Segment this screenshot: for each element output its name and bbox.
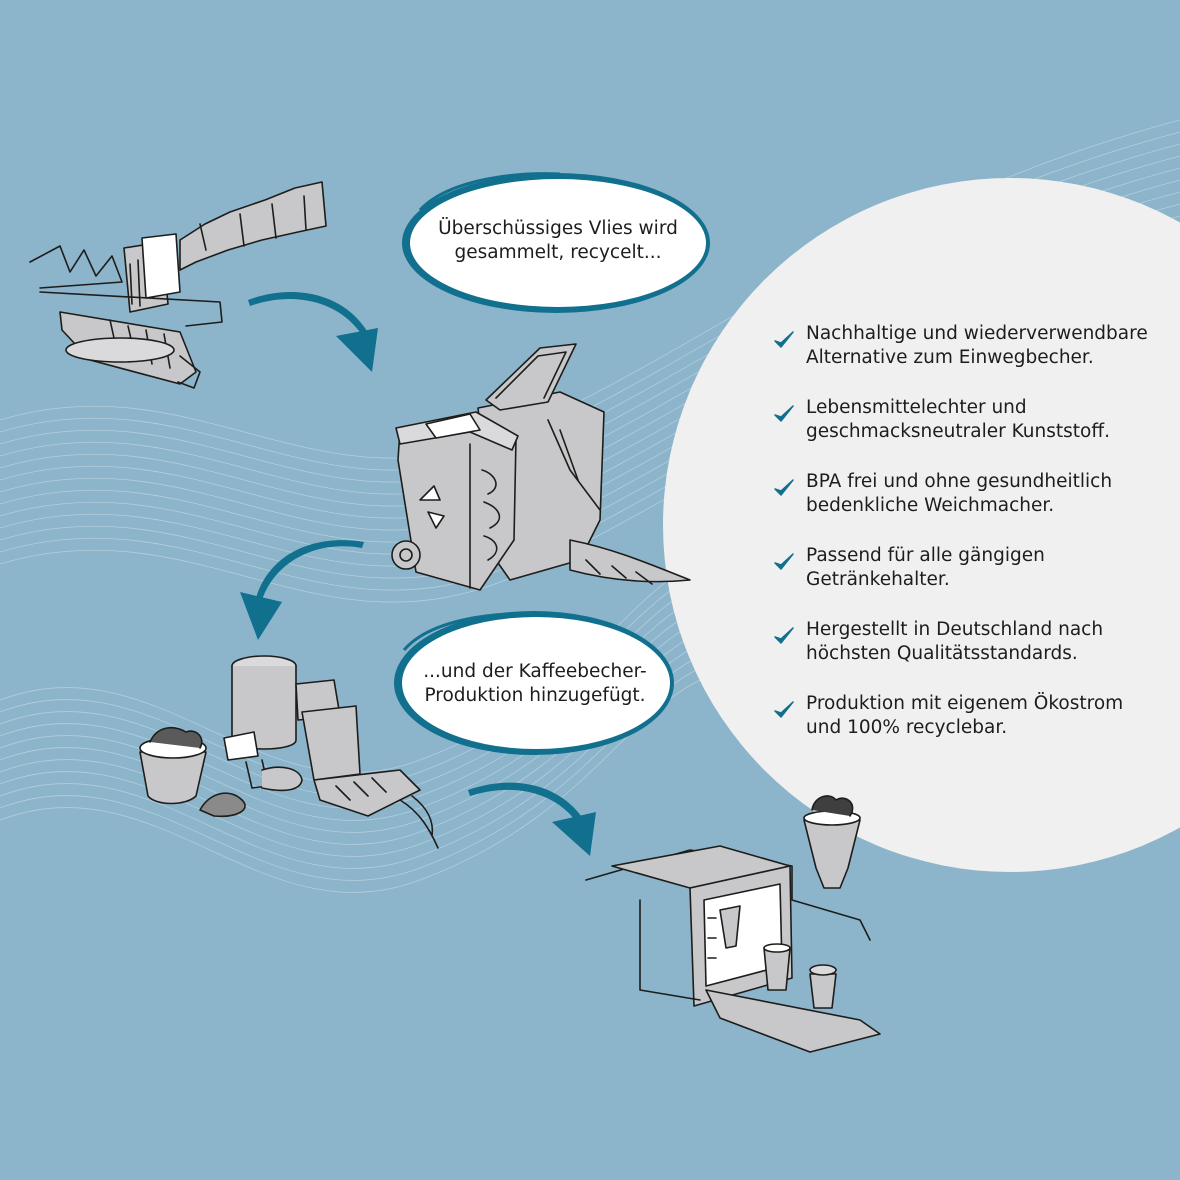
benefit-line: Produktion mit eigenem Ökostrom: [806, 693, 1124, 714]
benefit-item: Hergestellt in Deutschland nach höchsten…: [772, 618, 1172, 692]
benefit-line: Alternative zum Einwegbecher.: [806, 347, 1094, 368]
benefit-line: und 100% recyclebar.: [806, 717, 1008, 738]
benefit-line: Nachhaltige und wiederverwendbare: [806, 323, 1148, 344]
benefits-circle: [663, 178, 1180, 872]
speech-bubble-2-line-1: ...und der Kaffeebecher-: [423, 661, 647, 682]
fleece-production-machine-illustration: [29, 181, 327, 389]
cup-injection-molding-machine-illustration: [585, 795, 881, 1053]
granulator-machine-illustration: [139, 655, 439, 849]
benefit-line: Hergestellt in Deutschland nach: [806, 619, 1104, 640]
benefit-line: höchsten Qualitätsstandards.: [806, 643, 1078, 664]
speech-bubble-2-text: ...und der Kaffeebecher- Produktion hinz…: [404, 660, 666, 708]
benefits-list: Nachhaltige und wiederverwendbare Altern…: [772, 322, 1172, 766]
speech-bubble-1-text: Überschüssiges Vlies wird gesammelt, rec…: [418, 217, 698, 265]
benefit-line: Passend für alle gängigen: [806, 545, 1045, 566]
benefit-item: Nachhaltige und wiederverwendbare Altern…: [772, 322, 1172, 396]
checkmark-icon: [774, 627, 794, 644]
benefit-item: Produktion mit eigenem Ökostrom und 100%…: [772, 692, 1172, 766]
benefit-item: BPA frei und ohne gesundheitlich bedenkl…: [772, 470, 1172, 544]
benefit-line: geschmacksneutraler Kunststoff.: [806, 421, 1110, 442]
benefit-line: bedenkliche Weichmacher.: [806, 495, 1055, 516]
checkmark-icon: [774, 331, 794, 348]
checkmark-icon: [774, 701, 794, 718]
benefit-line: BPA frei und ohne gesundheitlich: [806, 471, 1113, 492]
checkmark-icon: [774, 479, 794, 496]
arrow-icon-step-3: [468, 782, 596, 856]
benefit-line: Lebensmittelechter und: [806, 397, 1027, 418]
speech-bubble-1-line-2: gesammelt, recycelt...: [454, 242, 662, 263]
checkmark-icon: [774, 553, 794, 570]
arrow-icon-step-2: [240, 540, 364, 640]
arrow-icon-step-1: [248, 292, 378, 372]
speech-bubble-2-line-2: Produktion hinzugefügt.: [424, 685, 646, 706]
checkmark-icon: [774, 405, 794, 422]
speech-bubble-1-line-1: Überschüssiges Vlies wird: [438, 218, 678, 239]
speech-bubble-2: [394, 611, 674, 755]
speech-bubble-1: [402, 172, 710, 313]
benefit-line: Getränkehalter.: [806, 569, 950, 590]
benefit-item: Passend für alle gängigen Getränkehalter…: [772, 544, 1172, 618]
benefit-item: Lebensmittelechter und geschmacksneutral…: [772, 396, 1172, 470]
recycling-bins-illustration: [391, 343, 691, 591]
